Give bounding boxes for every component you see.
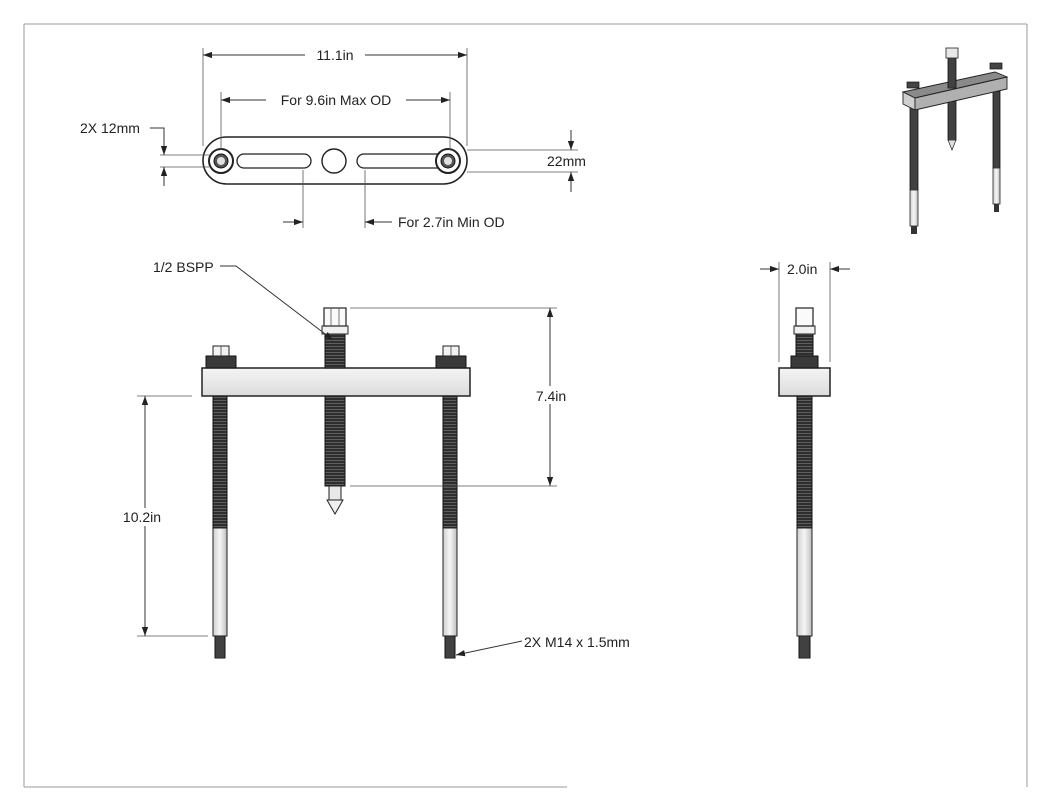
crossbar-front	[201, 367, 471, 397]
side-width-label: 2.0in	[787, 261, 817, 277]
sheet-frame	[23, 23, 1028, 788]
leg-thread-label: 2X M14 x 1.5mm	[524, 634, 630, 650]
side-leg-tip	[798, 635, 811, 659]
right-leg-thread	[442, 395, 458, 529]
max-od-label: For 9.6in Max OD	[281, 92, 391, 108]
thread-spec-label: 1/2 BSPP	[153, 259, 214, 275]
isometric-view	[901, 47, 1009, 234]
top-view: 11.1in For 9.6in Max OD 2X 12mm 22mm For…	[80, 45, 586, 230]
right-leg-tip	[444, 635, 456, 659]
left-top-nut	[205, 355, 237, 369]
left-leg-rod	[212, 527, 228, 637]
side-leg-rod	[796, 527, 813, 637]
forcing-screw-hex-head	[323, 307, 347, 327]
hole-dia-label: 2X 12mm	[80, 120, 140, 136]
forcing-screw-thread	[324, 395, 346, 487]
left-slot	[236, 153, 312, 169]
min-od-label: For 2.7in Min OD	[398, 214, 505, 230]
side-crossbar	[778, 367, 831, 397]
side-hex-head	[795, 307, 814, 327]
left-leg-tip	[214, 635, 226, 659]
right-top-nut	[435, 355, 467, 369]
forcing-screw-tip	[326, 499, 344, 516]
overall-length-label: 11.1in	[316, 47, 353, 63]
bar-width-label: 22mm	[547, 153, 586, 169]
center-hole	[321, 148, 347, 174]
leg-length-label: 10.2in	[123, 509, 161, 525]
side-view: 2.0in	[760, 261, 850, 659]
forcing-screw-upper	[324, 333, 346, 369]
left-leg-thread	[212, 395, 228, 529]
front-view: 1/2 BSPP 7.4in 10.2in 2X M14 x 1.5mm	[116, 259, 630, 659]
screw-stroke-label: 7.4in	[536, 388, 566, 404]
right-leg-rod	[442, 527, 458, 637]
side-leg-thread	[796, 395, 813, 529]
